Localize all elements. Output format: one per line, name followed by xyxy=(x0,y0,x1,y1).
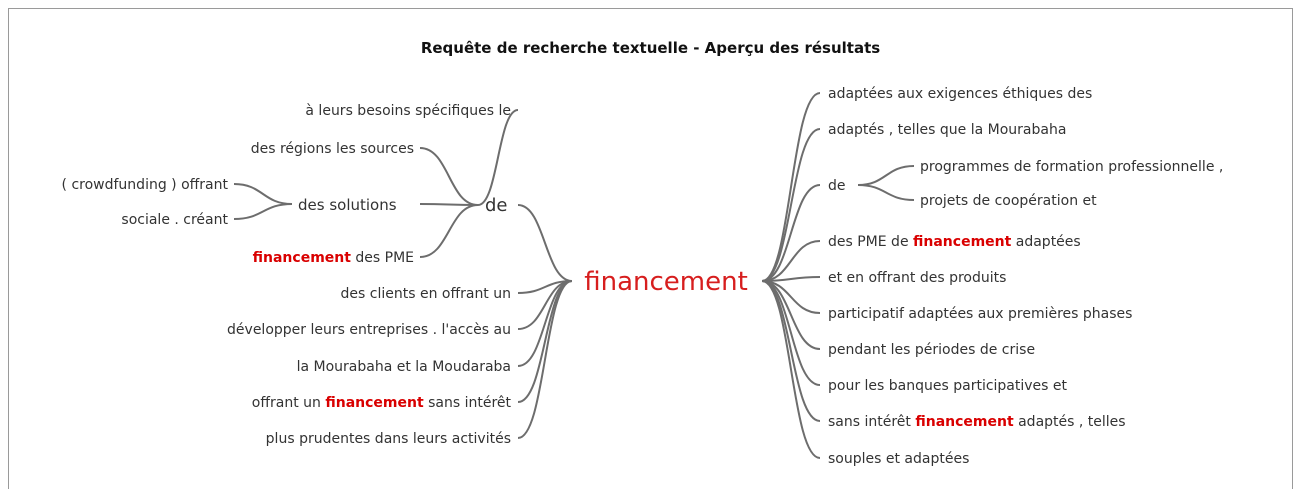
results-preview-panel: Requête de recherche textuelle - Aperçu … xyxy=(8,8,1293,489)
edge-de-child-3 xyxy=(419,203,479,206)
left-leaf-3[interactable]: ( crowdfunding ) offrant xyxy=(62,177,229,193)
right-leaf-8[interactable]: sans intérêt financement adaptés , telle… xyxy=(828,414,1126,430)
left-leaf-8[interactable]: la Mourabaha et la Moudaraba xyxy=(297,359,511,375)
right-leaf-2[interactable]: adaptés , telles que la Mourabaha xyxy=(828,122,1066,138)
left-node-des-solutions[interactable]: des solutions xyxy=(298,196,397,214)
edge-center-right-1 xyxy=(761,92,821,282)
right-leaf-3[interactable]: des PME de financement adaptées xyxy=(828,234,1081,250)
edge-center-right-2 xyxy=(761,128,821,282)
left-leaf-5[interactable]: financement des PME xyxy=(253,250,414,266)
right-node-de-child-1[interactable]: programmes de formation professionnelle … xyxy=(920,159,1223,175)
left-leaf-10[interactable]: plus prudentes dans leurs activités xyxy=(266,431,511,447)
edge-center-right-7 xyxy=(761,280,821,350)
center-keyword[interactable]: financement xyxy=(584,267,748,297)
left-leaf-6[interactable]: des clients en offrant un xyxy=(341,286,511,302)
page-title: Requête de recherche textuelle - Aperçu … xyxy=(420,39,881,57)
edge-solutions-child-1 xyxy=(233,183,293,205)
edge-solutions-child-2 xyxy=(233,203,293,220)
right-leaf-7[interactable]: pour les banques participatives et xyxy=(828,378,1068,394)
left-leaf-2[interactable]: des régions les sources xyxy=(251,141,414,157)
right-node-de[interactable]: de xyxy=(828,178,846,194)
edge-de-child-1 xyxy=(477,109,519,206)
right-leaf-5[interactable]: participatif adaptées aux premières phas… xyxy=(828,306,1132,322)
left-leaf-4[interactable]: sociale . créant xyxy=(121,212,228,228)
edge-de-child-2 xyxy=(419,147,479,206)
right-leaf-9[interactable]: souples et adaptées xyxy=(828,451,969,467)
edge-right-de-child-1 xyxy=(857,165,915,186)
right-node-de-child-2[interactable]: projets de coopération et xyxy=(920,193,1097,209)
edge-de-child-4 xyxy=(419,204,479,258)
edge-center-right-3 xyxy=(761,184,821,282)
left-leaf-7[interactable]: développer leurs entreprises . l'accès a… xyxy=(227,322,511,338)
edge-center-left-8 xyxy=(517,280,573,367)
left-leaf-1[interactable]: à leurs besoins spécifiques le xyxy=(305,103,511,119)
right-leaf-1[interactable]: adaptées aux exigences éthiques des xyxy=(828,86,1092,102)
left-node-de[interactable]: de xyxy=(485,195,508,216)
left-leaf-9[interactable]: offrant un financement sans intérêt xyxy=(252,395,512,411)
edge-right-de-child-2 xyxy=(857,184,915,201)
edge-center-left-9 xyxy=(517,280,573,403)
right-leaf-6[interactable]: pendant les périodes de crise xyxy=(828,342,1035,358)
edge-center-right-10 xyxy=(761,280,821,459)
edge-center-de xyxy=(517,204,573,282)
tree-edges xyxy=(233,92,915,459)
right-leaf-4[interactable]: et en offrant des produits xyxy=(828,270,1006,286)
edge-center-right-9 xyxy=(761,280,821,422)
edge-center-left-10 xyxy=(517,280,573,439)
